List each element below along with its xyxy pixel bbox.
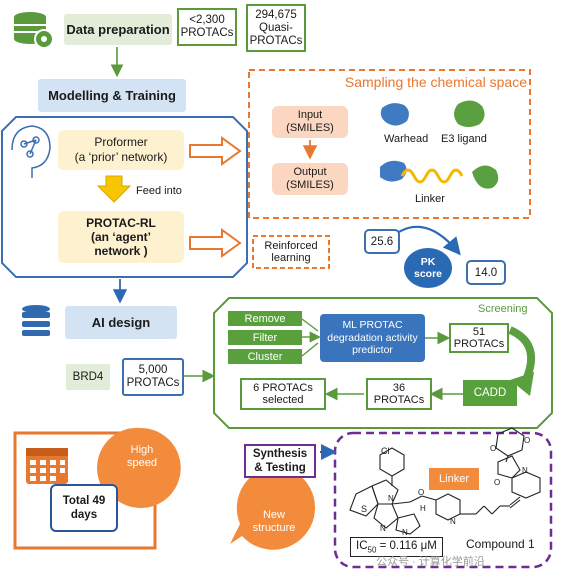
protac-rl-title: PROTAC-RL — [86, 216, 156, 230]
atom-n-label-4: N — [450, 517, 456, 526]
quasi-protacs-box: 294,675 Quasi- PROTACs — [246, 4, 306, 52]
protacs-51-box: 51 PROTACs — [449, 323, 509, 353]
arrow-proformer-to-sampling — [189, 136, 242, 166]
ml-predictor-label: ML PROTAC degradation activity predictor — [327, 319, 418, 357]
atom-o-label-4: O — [494, 478, 501, 487]
total-days-label: Total 49 days — [62, 495, 106, 521]
e3-ligand-shape — [454, 100, 485, 127]
protacs-6-label: 6 PROTACs selected — [253, 381, 313, 407]
proformer-label: Proformer (a ‘prior’ network) — [74, 135, 168, 164]
input-smiles-box: Input (SMILES) — [272, 106, 348, 138]
brain-icon — [11, 125, 51, 178]
modelling-training-label: Modelling & Training — [48, 88, 176, 103]
input-smiles-label: Input (SMILES) — [286, 109, 334, 134]
protacs-6-box: 6 PROTACs selected — [240, 378, 326, 410]
brd4-count-box: 5,000 PROTACs — [122, 358, 184, 396]
protac-rl-subtitle: (an ‘agent’ network ) — [90, 230, 151, 258]
compound-name: Compound 1 — [466, 537, 535, 551]
atom-n-label-3: N — [388, 494, 394, 503]
e3-ligand-label: E3 ligand — [441, 133, 487, 145]
ml-predictor-box: ML PROTAC degradation activity predictor — [320, 314, 425, 362]
proformer-box: Proformer (a ‘prior’ network) — [58, 130, 184, 170]
synthesis-testing-box: Synthesis & Testing — [244, 444, 316, 478]
protacs-51-label: 51 PROTACs — [453, 325, 505, 351]
modelling-training-box: Modelling & Training — [38, 79, 186, 112]
output-smiles-label: Output (SMILES) — [286, 166, 334, 191]
feed-into-arrow — [96, 175, 132, 203]
protacs-count-box: <2,300 PROTACs — [177, 8, 237, 46]
atom-h-label: H — [420, 504, 426, 513]
atom-n-label-1: N — [402, 528, 408, 537]
atom-o-label-1: O — [418, 488, 425, 497]
linker-label: Linker — [415, 193, 445, 205]
ic50-value: = 0.116 μM — [376, 540, 437, 552]
output-smiles-box: Output (SMILES) — [272, 163, 348, 195]
watermark: 公众号 · 计算化学前沿 — [376, 556, 485, 568]
compound-linker-label: Linker — [439, 473, 469, 485]
pk-after-value: 14.0 — [466, 260, 506, 285]
protac-rl-box: PROTAC-RL (an ‘agent’ network ) — [58, 211, 184, 263]
sampling-frame — [248, 69, 531, 219]
cadd-box: CADD — [463, 380, 517, 406]
ai-design-box: AI design — [65, 306, 177, 339]
protacs-36-label: 36 PROTACs — [373, 381, 425, 407]
pk-score-label: PK score — [413, 256, 443, 280]
brd4-count-label: 5,000 PROTACs — [126, 364, 180, 389]
sampling-title: Sampling the chemical space — [344, 74, 527, 90]
new-structure-label: New structure — [252, 509, 296, 534]
high-speed-label: High speed — [127, 444, 157, 469]
network-frame — [1, 116, 248, 278]
cadd-label: CADD — [473, 387, 507, 399]
screening-frame — [213, 297, 553, 429]
atom-cl-label: Cl — [381, 446, 390, 456]
data-preparation-box: Data preparation — [64, 14, 172, 45]
warhead-label: Warhead — [384, 133, 429, 145]
arrow-rl-to-reinforced — [189, 228, 242, 258]
brd4-box: BRD4 — [66, 364, 110, 390]
total-days-box: Total 49 days — [50, 484, 118, 532]
compound-structure — [349, 427, 541, 535]
remove-label: Remove — [244, 312, 286, 325]
atom-n-label-2: N — [380, 524, 386, 533]
brd4-label: BRD4 — [72, 371, 104, 383]
synthesis-testing-label: Synthesis & Testing — [252, 448, 308, 474]
quasi-protacs-label: 294,675 Quasi- PROTACs — [249, 8, 303, 47]
atom-o-label-2: O — [524, 436, 531, 445]
atom-n-label-5: N — [522, 466, 528, 475]
filter-label: Filter — [252, 331, 278, 344]
protacs-36-box: 36 PROTACs — [366, 378, 432, 410]
reinforced-learning-label: Reinforced learning — [264, 240, 318, 264]
ic50-box: IC50 = 0.116 μM — [350, 537, 443, 557]
ai-design-label: AI design — [91, 315, 151, 330]
database-icon — [22, 305, 50, 336]
data-preparation-label: Data preparation — [66, 22, 170, 37]
remove-step: Remove — [228, 311, 302, 326]
calendar-icon — [26, 448, 68, 484]
cluster-label: Cluster — [247, 350, 283, 363]
ic50-prefix: IC — [356, 540, 368, 552]
ic50-subscript: 50 — [367, 545, 377, 555]
pk-score-circle: PK score — [404, 248, 452, 288]
screening-title: Screening — [478, 303, 528, 315]
filter-step: Filter — [228, 330, 302, 345]
database-gear-icon — [14, 12, 54, 49]
new-structure-bubble — [230, 466, 316, 550]
cluster-step: Cluster — [228, 349, 302, 364]
pk-before-value: 25.6 — [364, 229, 400, 254]
warhead-shape — [380, 103, 409, 126]
compound-linker-badge: Linker — [429, 468, 479, 490]
atom-s-label: S — [361, 504, 368, 514]
feed-into-label: Feed into — [136, 185, 182, 197]
atom-o-label-3: O — [490, 444, 497, 453]
protacs-count-label: <2,300 PROTACs — [180, 14, 234, 39]
compound-frame — [333, 431, 553, 569]
